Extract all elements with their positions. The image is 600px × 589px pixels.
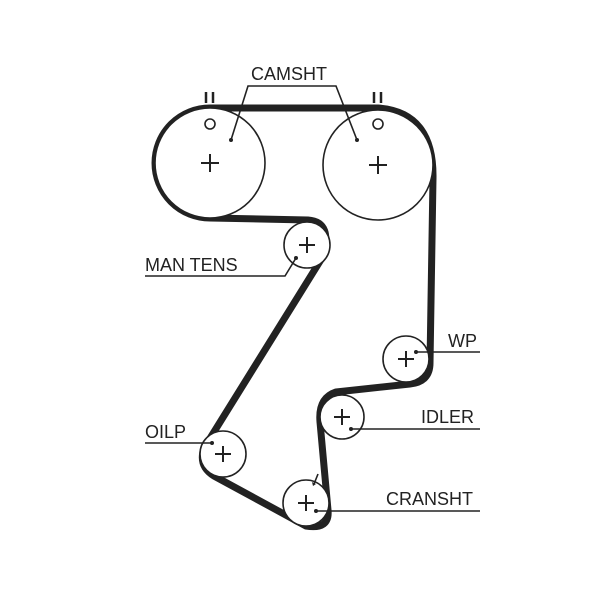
idler-leader [349,427,480,431]
oil-pump-pulley [199,430,247,478]
manual-tensioner-leader [145,256,298,277]
idler-pulley [319,394,365,440]
idler-label: IDLER [421,407,474,427]
left-camshaft-pulley [154,107,266,219]
right-cam-timing-mark [372,92,383,103]
crankshaft-pulley [282,479,330,527]
oil-pump-leader [145,441,214,445]
right-camshaft-pulley [322,109,434,221]
water-pump-leader [414,350,480,354]
manual-tensioner-pulley [283,221,331,269]
right-cam-timing-hole [372,118,384,130]
manual-tensioner-label: MAN TENS [145,255,238,275]
water-pump-pulley [382,335,430,383]
camshaft-leader [229,85,359,142]
crankshaft-label: CRANSHT [386,489,473,509]
camshaft-label: CAMSHT [251,64,327,84]
left-cam-timing-mark [204,92,215,103]
crankshaft-timing-mark [312,473,319,486]
oil-pump-label: OILP [145,422,186,442]
left-cam-timing-hole [204,118,216,130]
water-pump-label: WP [448,331,477,351]
crankshaft-leader [314,509,480,513]
